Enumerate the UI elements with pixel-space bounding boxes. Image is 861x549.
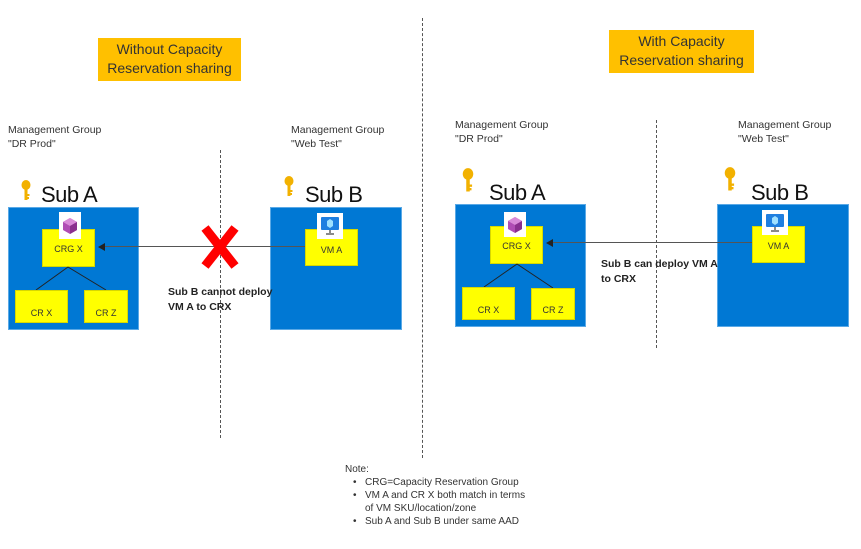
cr-label: CR X [477,305,500,315]
key-icon [461,168,475,194]
cr-label: CR Z [95,308,117,318]
right-panel-title: With Capacity Reservation sharing [609,30,754,73]
left-mg-dr-prod-label: Management Group "DR Prod" [8,123,101,151]
right-crg-connector-lines [483,263,554,289]
note-item: VM A and CR X both match in terms of VM … [353,489,526,515]
key-icon [283,176,295,198]
message-line2: VM A to CRX [168,301,232,313]
left-deploy-arrowhead [98,243,105,251]
note-item-line1: VM A and CR X both match in terms [365,490,526,501]
left-blocked-message: Sub B cannot deploy VM A to CRX [168,285,272,315]
mg-label-line1: Management Group [455,119,549,131]
center-divider [422,18,423,458]
note-heading: Note: [345,464,369,475]
right-sub-a-title: Sub A [489,180,546,205]
right-deploy-arrow-line [552,242,752,243]
capacity-reservation-group-icon [504,212,526,237]
vm-label: VM A [320,245,343,255]
mg-label-line1: Management Group [8,124,102,136]
right-title-line2: Reservation sharing [619,52,744,68]
right-cr-x-box[interactable]: CR X [462,287,515,320]
right-allowed-message: Sub B can deploy VM A to CRX [601,257,718,287]
crg-label: CRG X [54,244,83,254]
mg-label-line1: Management Group [291,124,385,136]
note-item-line2: of VM SKU/location/zone [365,503,477,514]
left-sub-b-title: Sub B [305,182,363,207]
note-item: Sub A and Sub B under same AAD [353,515,525,528]
message-line1: Sub B can deploy VM A [601,258,718,270]
red-x-icon [200,224,240,270]
left-panel-title: Without Capacity Reservation sharing [98,38,241,81]
left-title-line2: Reservation sharing [107,60,232,76]
right-title-line1: With Capacity [638,33,725,49]
virtual-machine-icon [317,213,343,239]
note-block: Note: CRG=Capacity Reservation Group VM … [345,463,525,528]
key-icon [723,167,737,193]
capacity-reservation-group-icon [59,212,81,239]
left-title-line1: Without Capacity [116,41,223,57]
left-inner-divider [220,150,221,438]
left-crg-connector-lines [35,266,107,291]
left-deploy-arrow-line [104,246,305,247]
cr-label: CR Z [542,305,564,315]
note-list: CRG=Capacity Reservation Group VM A and … [345,476,525,528]
right-deploy-arrowhead [546,239,553,247]
virtual-machine-icon [762,210,788,235]
left-cr-z-box[interactable]: CR Z [84,290,128,323]
mg-label-line2: "Web Test" [291,138,342,150]
right-sub-b-title: Sub B [751,180,809,205]
right-mg-web-test-label: Management Group "Web Test" [738,118,831,146]
crg-label: CRG X [502,241,531,251]
right-inner-divider [656,120,657,348]
vm-label: VM A [767,241,790,251]
right-mg-dr-prod-label: Management Group "DR Prod" [455,118,548,146]
message-line1: Sub B cannot deploy [168,286,273,298]
mg-label-line2: "DR Prod" [8,138,56,150]
left-cr-x-box[interactable]: CR X [15,290,68,323]
message-line2: to CRX [601,273,636,285]
right-cr-z-box[interactable]: CR Z [531,288,575,320]
note-item: CRG=Capacity Reservation Group [353,476,525,489]
cr-label: CR X [30,308,53,318]
mg-label-line1: Management Group [738,119,832,131]
key-icon [20,180,32,202]
left-sub-a-title: Sub A [41,182,98,207]
left-mg-web-test-label: Management Group "Web Test" [291,123,384,151]
mg-label-line2: "DR Prod" [455,133,503,145]
mg-label-line2: "Web Test" [738,133,789,145]
